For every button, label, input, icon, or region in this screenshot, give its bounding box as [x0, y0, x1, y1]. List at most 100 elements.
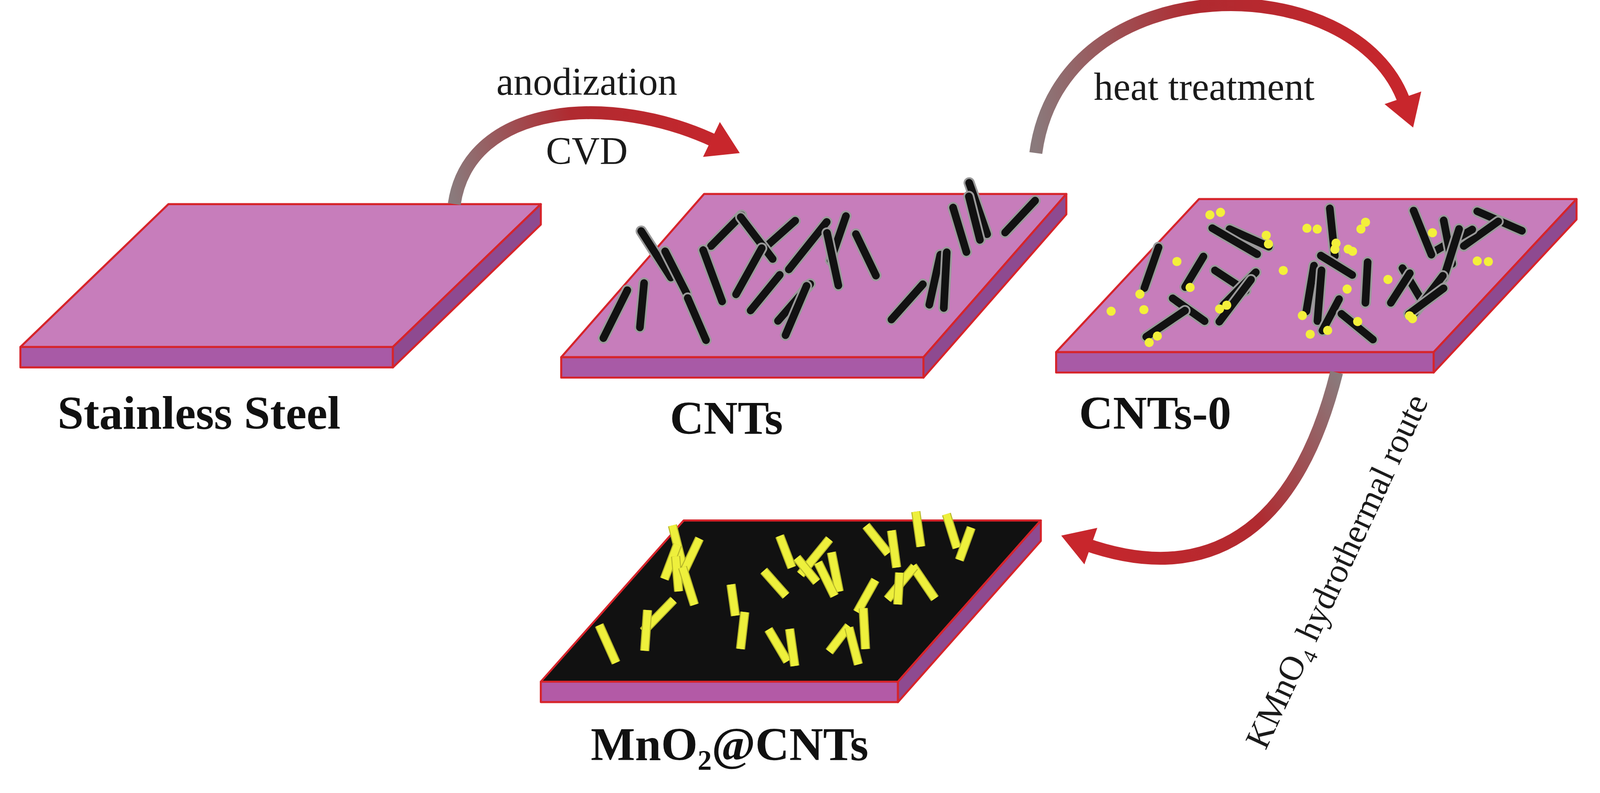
carbon-nanotube [1341, 313, 1374, 340]
plate-top [1056, 199, 1577, 353]
catalyst-dot [1428, 228, 1438, 238]
mno2-rod [796, 557, 817, 583]
catalyst-dot [1356, 224, 1366, 234]
carbon-nanotube [855, 234, 876, 276]
mno2-rod [959, 527, 972, 561]
mno2-rod [897, 572, 900, 605]
carbon-nanotube [891, 284, 923, 320]
mno2-rod [789, 629, 795, 666]
plate-side [392, 204, 541, 368]
plate-label: CNTs [670, 391, 784, 446]
catalyst-dot [1205, 210, 1215, 220]
carbon-nanotube [968, 196, 980, 240]
carbon-nanotube [943, 252, 947, 309]
mno2-plate [540, 520, 1041, 703]
step-label: heat treatment [1093, 64, 1315, 110]
carbon-nanotube [640, 282, 645, 328]
carbon-nanotube [968, 196, 980, 240]
cnt0-plate [1056, 199, 1577, 373]
carbon-nanotube [603, 290, 628, 339]
step-label: KMnO₄ hydrothermal route [1237, 388, 1437, 755]
carbon-nanotube [1390, 273, 1410, 303]
carbon-nanotube [943, 252, 947, 309]
mno2-rod [740, 611, 745, 649]
plate-label: MnO₂@CNTs [590, 717, 869, 772]
carbon-nanotube [702, 250, 722, 302]
catalyst-dot [1135, 289, 1145, 300]
carbon-nanotube [1005, 200, 1036, 233]
plate-side [1433, 199, 1577, 373]
carbon-nanotube [1317, 270, 1322, 322]
carbon-nanotube [1317, 270, 1322, 322]
carbon-nanotube [952, 207, 967, 252]
carbon-nanotube [736, 248, 763, 295]
mno2-rod [675, 556, 679, 592]
mno2-rod [779, 536, 792, 568]
catalyst-dot [1472, 256, 1482, 266]
carbon-nanotube [1219, 279, 1252, 322]
catalyst-dot [1185, 282, 1195, 293]
carbon-nanotube [665, 251, 687, 294]
catalyst-dot [1348, 246, 1358, 257]
mno2-rod [598, 625, 616, 663]
carbon-nanotube [640, 282, 645, 328]
catalyst-dot [1144, 337, 1155, 348]
carbon-nanotube [1212, 228, 1258, 255]
mno2-rod [863, 608, 866, 649]
mno2-rod [644, 610, 648, 651]
carbon-nanotube [788, 221, 827, 270]
plate-top [540, 520, 1041, 682]
carbon-nanotube [1184, 256, 1204, 288]
plate-front [540, 681, 898, 703]
mno2-rod [682, 567, 695, 605]
mno2-rod [863, 608, 866, 649]
carbon-nanotube [1365, 262, 1368, 303]
catalyst-dot [1215, 207, 1226, 218]
mno2-rod [891, 530, 897, 568]
mno2-rod [866, 525, 889, 554]
carbon-nanotube [1005, 200, 1036, 233]
mno2-rod [857, 580, 876, 613]
cnt-plate [561, 194, 1067, 378]
carbon-nanotube [1390, 273, 1410, 303]
mno2-rod [848, 627, 859, 665]
carbon-nanotube [750, 274, 780, 311]
carbon-nanotube [687, 298, 707, 341]
mno2-rod [768, 629, 788, 662]
plate-label: Stainless Steel [57, 386, 341, 441]
mno2-rod [740, 611, 745, 649]
carbon-nanotube [687, 298, 707, 341]
mno2-rod [598, 625, 616, 663]
carbon-nanotube [788, 221, 827, 270]
carbon-nanotube [603, 290, 628, 339]
arrow-head [702, 122, 740, 158]
mno2-rod [796, 557, 817, 583]
mno2-rod [789, 629, 795, 666]
carbon-nanotube [929, 254, 941, 305]
plate-front [20, 347, 393, 368]
carbon-nanotube [929, 254, 941, 305]
carbon-nanotube [1306, 265, 1315, 312]
mno2-rod [946, 514, 958, 549]
mno2-rod [731, 584, 736, 617]
mno2-rod [916, 511, 922, 547]
catalyst-dot [1404, 311, 1415, 321]
mno2-rod [916, 511, 922, 547]
catalyst-dot [1305, 329, 1315, 339]
carbon-nanotube [1146, 310, 1185, 337]
catalyst-dot [1221, 300, 1232, 310]
mno2-rod [779, 536, 792, 568]
plate-node: MnO₂@CNTs [540, 494, 1062, 703]
mno2-rod [675, 556, 679, 592]
catalyst-dot [1330, 244, 1340, 254]
mno2-rod [768, 629, 788, 662]
catalyst-dot [1264, 239, 1274, 249]
mno2-rod [857, 580, 876, 613]
carbon-nanotube [1212, 228, 1258, 255]
steel-plate [20, 204, 541, 368]
plate-node: CNTs [561, 152, 1077, 378]
catalyst-dot [1312, 224, 1322, 234]
plate-side [923, 194, 1067, 378]
catalyst-dot [1297, 311, 1307, 321]
